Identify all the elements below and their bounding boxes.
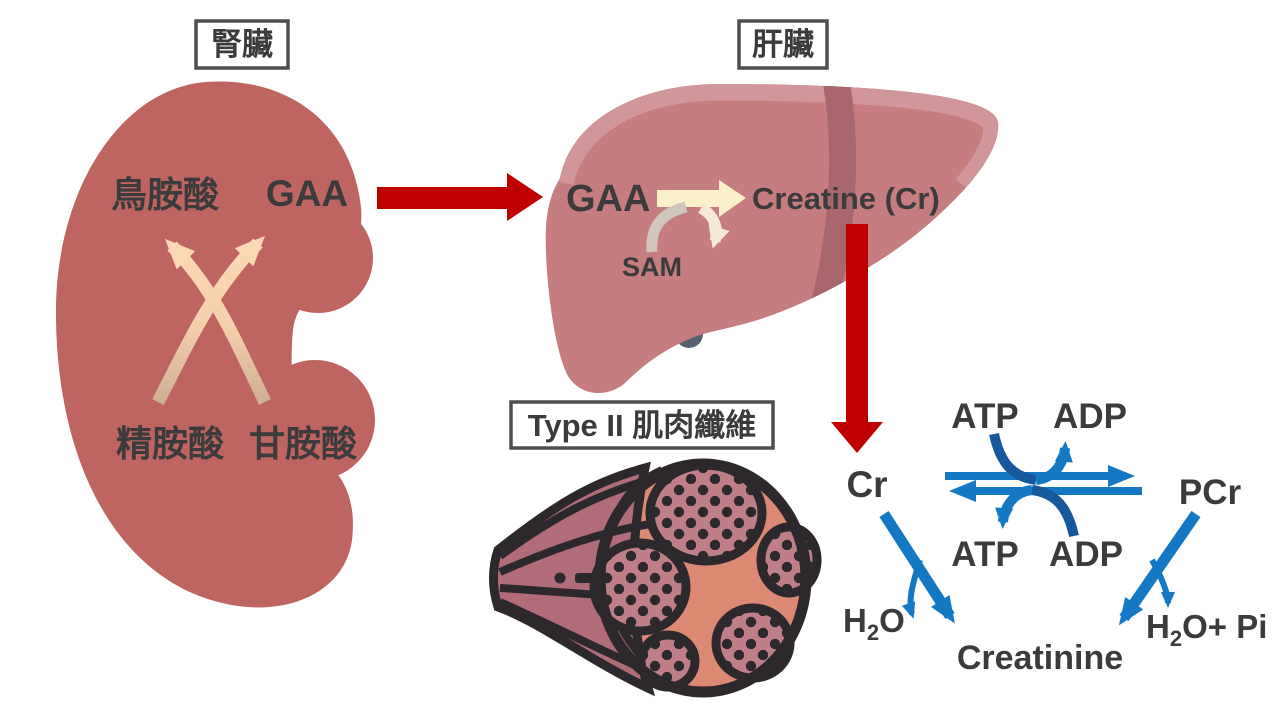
- arginine-label: 精胺酸: [116, 423, 224, 464]
- liver-shape: [545, 84, 999, 394]
- kidney-gaa-label: GAA: [266, 173, 348, 214]
- h2o-branch-arrow: [901, 559, 923, 619]
- muscle-label: Type II 肌肉纖維: [528, 408, 757, 443]
- h2o-post: O: [879, 602, 905, 639]
- tendon-strand-1: [497, 476, 650, 560]
- creatine-label: Creatine (Cr): [752, 181, 940, 216]
- h2o-pi-branch-arrow: [1149, 558, 1175, 608]
- kidney-label-box: 腎臟: [194, 19, 290, 70]
- h2o-pre: H: [843, 602, 867, 639]
- h2o-pi-post: O+ Pi: [1182, 608, 1267, 645]
- h2o-sub: 2: [867, 620, 879, 645]
- fascicle-bottom-right: [711, 603, 795, 683]
- h2o-label: H2O: [843, 602, 905, 645]
- liver-label: 肝臟: [752, 27, 814, 62]
- h2o-pi-pre: H: [1146, 608, 1170, 645]
- kidney-lower-lobe: [255, 360, 375, 480]
- kidney-illustration: 鳥胺酸 GAA 精胺酸 甘胺酸: [55, 81, 375, 608]
- h2o-pi-label: H2O+ Pi: [1146, 608, 1267, 651]
- glycine-label: 甘胺酸: [249, 423, 357, 464]
- muscle-fiber-illustration: [489, 458, 822, 698]
- pcr-label: PCr: [1179, 473, 1242, 512]
- adp-top-label: ADP: [1053, 397, 1127, 436]
- liver-illustration: GAA Creatine (Cr) SAM: [545, 84, 999, 394]
- liver-label-box: 肝臟: [737, 19, 829, 70]
- atp-bottom-curve-arrow: [995, 485, 1033, 529]
- liver-gaa-label: GAA: [566, 178, 650, 220]
- atp-top-curve: [989, 432, 1037, 485]
- muscle-label-box: Type II 肌肉纖維: [509, 400, 775, 450]
- tendon-strand-2: [498, 520, 651, 576]
- atp-bottom-label: ATP: [951, 535, 1018, 574]
- creatinine-label: Creatinine: [957, 639, 1123, 677]
- h2o-pi-sub: 2: [1170, 626, 1182, 651]
- liver-top-highlight: [546, 84, 999, 197]
- liver-to-cr-arrow: [831, 224, 883, 453]
- ornithine-label: 鳥胺酸: [111, 174, 219, 215]
- sam-curve-down: [698, 203, 730, 249]
- gaa-to-creatine-arrow: [657, 180, 746, 217]
- creatine-kinase-reaction: Cr PCr ATP ADP ATP ADP Creatinine H2O H2…: [843, 397, 1267, 677]
- adp-bottom-label: ADP: [1049, 535, 1123, 574]
- kidney-label: 腎臟: [211, 27, 273, 62]
- kidney-upper-lobe: [263, 203, 373, 313]
- atp-top-label: ATP: [951, 397, 1018, 436]
- pcr-to-creatinine-arrow: [1118, 510, 1201, 626]
- sam-label: SAM: [622, 252, 682, 282]
- kidney-shape: [55, 81, 362, 608]
- sam-curve-up: [646, 201, 688, 253]
- fiber-dot-mark: [554, 572, 566, 584]
- arrow-to-ornithine: [165, 238, 271, 405]
- kidney-to-liver-arrow: [377, 173, 543, 221]
- muscle-outline-ring: [594, 458, 812, 698]
- arrow-to-gaa: [152, 235, 265, 405]
- adp-bottom-curve: [1031, 485, 1079, 538]
- adp-top-curve-arrow: [1035, 441, 1073, 485]
- cr-label: Cr: [846, 464, 887, 505]
- fascicle-left: [589, 538, 691, 636]
